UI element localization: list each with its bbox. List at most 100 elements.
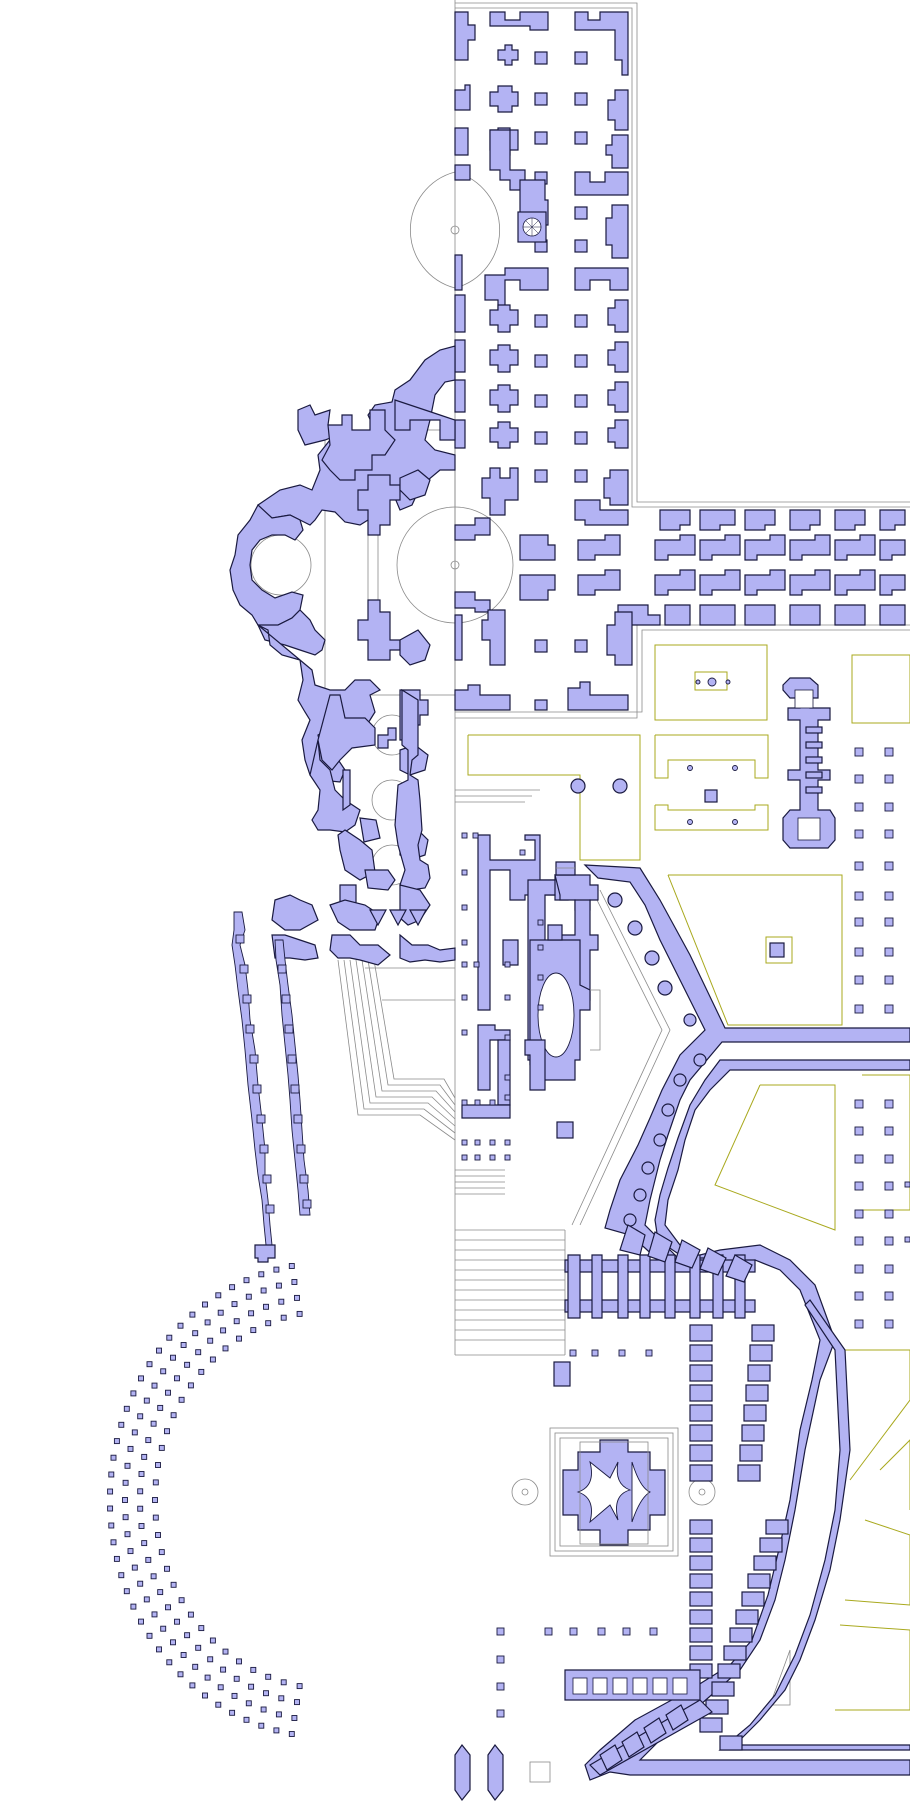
colonnade-column: [236, 1335, 242, 1342]
colonnade-column: [275, 1711, 282, 1718]
colonnade-column: [184, 1361, 191, 1368]
colonnade-column: [217, 1684, 224, 1691]
right-column-grid: [854, 747, 910, 1329]
colonnade-column: [207, 1337, 214, 1344]
stack-cell: [689, 1424, 713, 1442]
colonnade-column: [165, 1389, 171, 1396]
grid-column: [884, 1264, 894, 1274]
stack-cell: [699, 1717, 723, 1733]
colonnade-column: [122, 1479, 129, 1486]
colonnade-column: [278, 1695, 285, 1702]
garden-pavilion: [570, 677, 836, 958]
colonnade-column: [143, 1596, 150, 1603]
stack-cell: [765, 1519, 789, 1535]
colonnade-column: [164, 1565, 170, 1572]
colonnade-column: [248, 1683, 255, 1690]
colonnade-column: [156, 1347, 162, 1354]
colonnade-column: [110, 1454, 117, 1461]
grid-column: [904, 1236, 910, 1243]
colonnade-column: [215, 1701, 222, 1708]
colonnade-column: [288, 1263, 295, 1269]
colonnade-column: [198, 1368, 205, 1375]
nave-grid: [454, 11, 629, 516]
colonnade-column: [217, 1309, 224, 1316]
grid-column: [884, 1004, 894, 1014]
colonnade-column: [166, 1659, 173, 1666]
colonnade-column: [146, 1632, 153, 1639]
colonnade-column: [127, 1548, 134, 1555]
grid-column: [854, 947, 864, 957]
grid-column: [884, 1236, 894, 1246]
colonnade-column: [209, 1637, 216, 1644]
colonnade-column: [243, 1277, 250, 1284]
grid-column: [884, 1319, 894, 1329]
colonnade-column: [143, 1397, 150, 1404]
south-piers: [567, 1254, 746, 1319]
stair-lines: [455, 1169, 566, 1356]
colonnade-column: [131, 1429, 138, 1436]
transept-arm: [454, 499, 906, 711]
grid-column: [884, 1126, 894, 1136]
colonnade-column: [294, 1699, 300, 1706]
grid-column: [854, 1319, 864, 1329]
colonnade-column: [222, 1345, 229, 1352]
stack-cell: [743, 1404, 767, 1422]
colonnade-column: [164, 1428, 170, 1435]
stack-cell: [759, 1537, 783, 1553]
colonnade-column: [189, 1682, 196, 1689]
stack-cell: [689, 1627, 713, 1643]
colonnade-column: [160, 1368, 167, 1375]
colonnade-column: [150, 1420, 157, 1427]
colonnade-column: [130, 1390, 137, 1397]
stack-cell: [739, 1444, 763, 1462]
colonnade-column: [174, 1375, 180, 1382]
pier-row-4: [454, 129, 629, 196]
colonnade-column: [113, 1555, 120, 1562]
colonnade-column: [166, 1334, 173, 1341]
colonnade-column: [123, 1405, 130, 1412]
grid-column: [854, 802, 864, 812]
colonnade-column: [198, 1625, 205, 1632]
grid-column: [884, 1181, 894, 1191]
colonnade-column: [248, 1310, 255, 1317]
colonnade-column: [127, 1445, 134, 1452]
colonnade-column: [141, 1453, 148, 1460]
stack-cell: [745, 1384, 769, 1402]
colonnade-column: [122, 1514, 129, 1521]
colonnade-column: [137, 1413, 144, 1420]
colonnade-column: [245, 1700, 252, 1707]
grid-column: [854, 1099, 864, 1109]
stack-cell: [689, 1555, 713, 1571]
colonnade-column: [156, 1646, 162, 1653]
colonnade-column: [151, 1611, 158, 1618]
grid-column: [884, 891, 894, 901]
pier-row-1: [497, 44, 629, 131]
grid-column: [854, 1236, 864, 1246]
grid-column: [854, 747, 864, 757]
colonnade-column: [180, 1652, 187, 1658]
pier-row-6: [454, 254, 629, 311]
colonnade-column: [107, 1488, 114, 1495]
colonnade-column: [130, 1603, 137, 1610]
colonnade-column: [108, 1522, 115, 1529]
colonnade-column: [231, 1301, 238, 1308]
colonnade-column: [222, 1648, 229, 1655]
diagonal-cells: [619, 1224, 753, 1283]
colonnade-column: [177, 1671, 184, 1678]
colonnade-column: [158, 1444, 165, 1451]
colonnade-column: [110, 1539, 117, 1546]
colonnade-column: [160, 1625, 167, 1632]
colonnade-column: [220, 1666, 227, 1673]
stack-cell: [689, 1519, 713, 1535]
colonnade-column: [141, 1540, 148, 1547]
grid-column: [854, 891, 864, 901]
colonnade-column: [158, 1549, 165, 1556]
colonnade-column: [294, 1294, 300, 1301]
pier-row-10: [454, 419, 629, 449]
colonnade-column: [265, 1673, 272, 1680]
colonnade-column: [204, 1319, 211, 1326]
grid-column: [884, 747, 894, 757]
lower-diagonal-cells: [599, 1704, 689, 1771]
stack-cell: [689, 1609, 713, 1625]
stack-cell: [689, 1344, 713, 1362]
